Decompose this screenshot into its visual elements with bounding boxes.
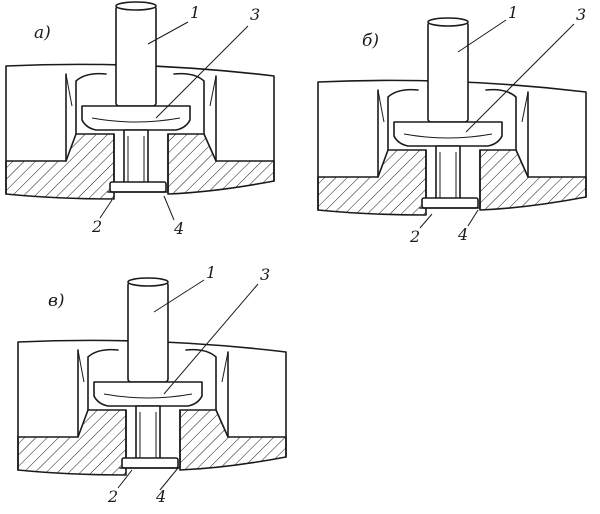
figure-a-callout-3: 3 [250, 5, 260, 24]
figure-c: в) 1 3 2 4 [17, 263, 287, 506]
figure-c-callout-1: 1 [206, 263, 216, 282]
figure-c-callout-2: 2 [107, 487, 118, 506]
figure-c-callout-3: 3 [260, 265, 270, 284]
figure-b-callout-3: 3 [576, 5, 586, 24]
figure-b-label: б) [362, 31, 379, 51]
assembly-b [317, 17, 587, 216]
figure-c-label: в) [48, 291, 65, 311]
figure-b: б) 1 3 2 4 [317, 3, 587, 246]
figure-a-callout-1: 1 [190, 3, 200, 22]
figure-b-callout-2: 2 [409, 227, 420, 246]
figure-a-callout-2: 2 [91, 217, 102, 236]
figure-b-callout-4: 4 [457, 225, 468, 244]
figure-a-label: а) [34, 23, 51, 43]
figure-c-callout-4: 4 [155, 487, 166, 506]
figure-b-callout-1: 1 [508, 3, 518, 22]
figure-a: а) 1 3 2 4 [5, 1, 275, 238]
figure-a-callout-4: 4 [173, 219, 184, 238]
